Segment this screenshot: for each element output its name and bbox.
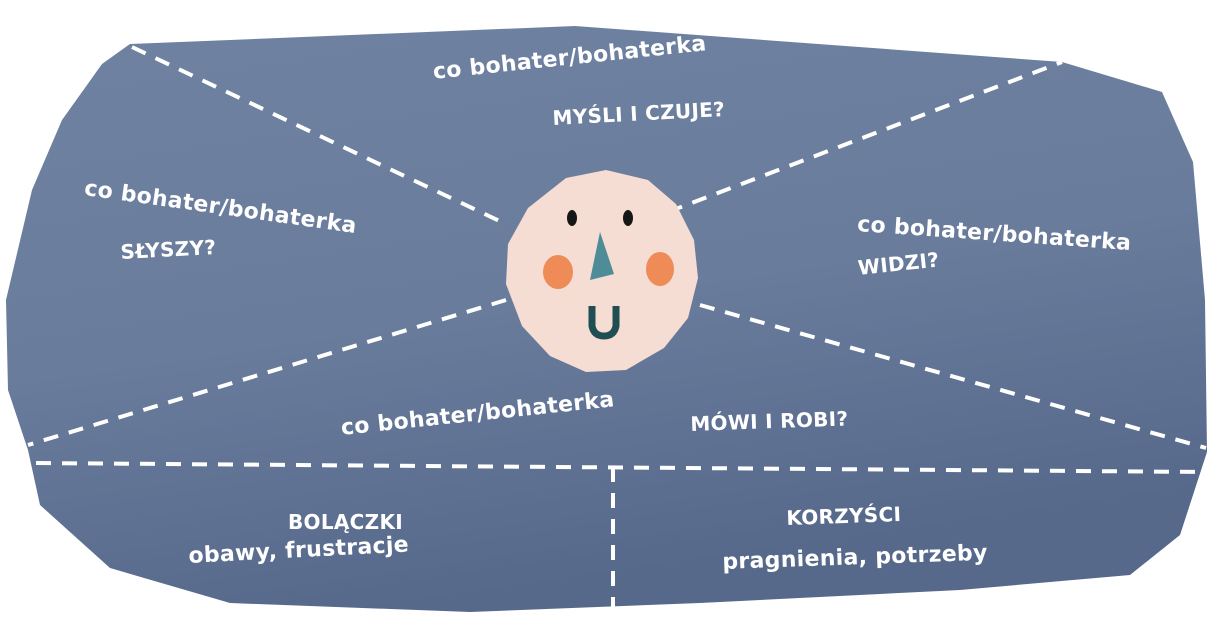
hear-line2: SŁYSZY?: [119, 234, 217, 264]
gains-title: KORZYŚCI: [785, 501, 902, 530]
mouth-icon: [588, 306, 620, 340]
right-cheek-icon: [646, 252, 674, 286]
divider-horizontal: [35, 461, 1208, 474]
divider-bottom-left: [27, 298, 507, 447]
left-cheek-icon: [543, 255, 573, 289]
nose-icon: [590, 232, 614, 280]
left-eye-icon: [567, 210, 577, 226]
divider-top-left: [131, 45, 509, 227]
say-do-line2: MÓWI I ROBI?: [689, 406, 849, 436]
pains-title: BOLĄCZKI: [288, 510, 403, 534]
divider-top-right: [667, 60, 1063, 214]
divider-bottom-right: [699, 303, 1207, 450]
persona-face: [506, 170, 698, 372]
right-eye-icon: [623, 210, 633, 226]
